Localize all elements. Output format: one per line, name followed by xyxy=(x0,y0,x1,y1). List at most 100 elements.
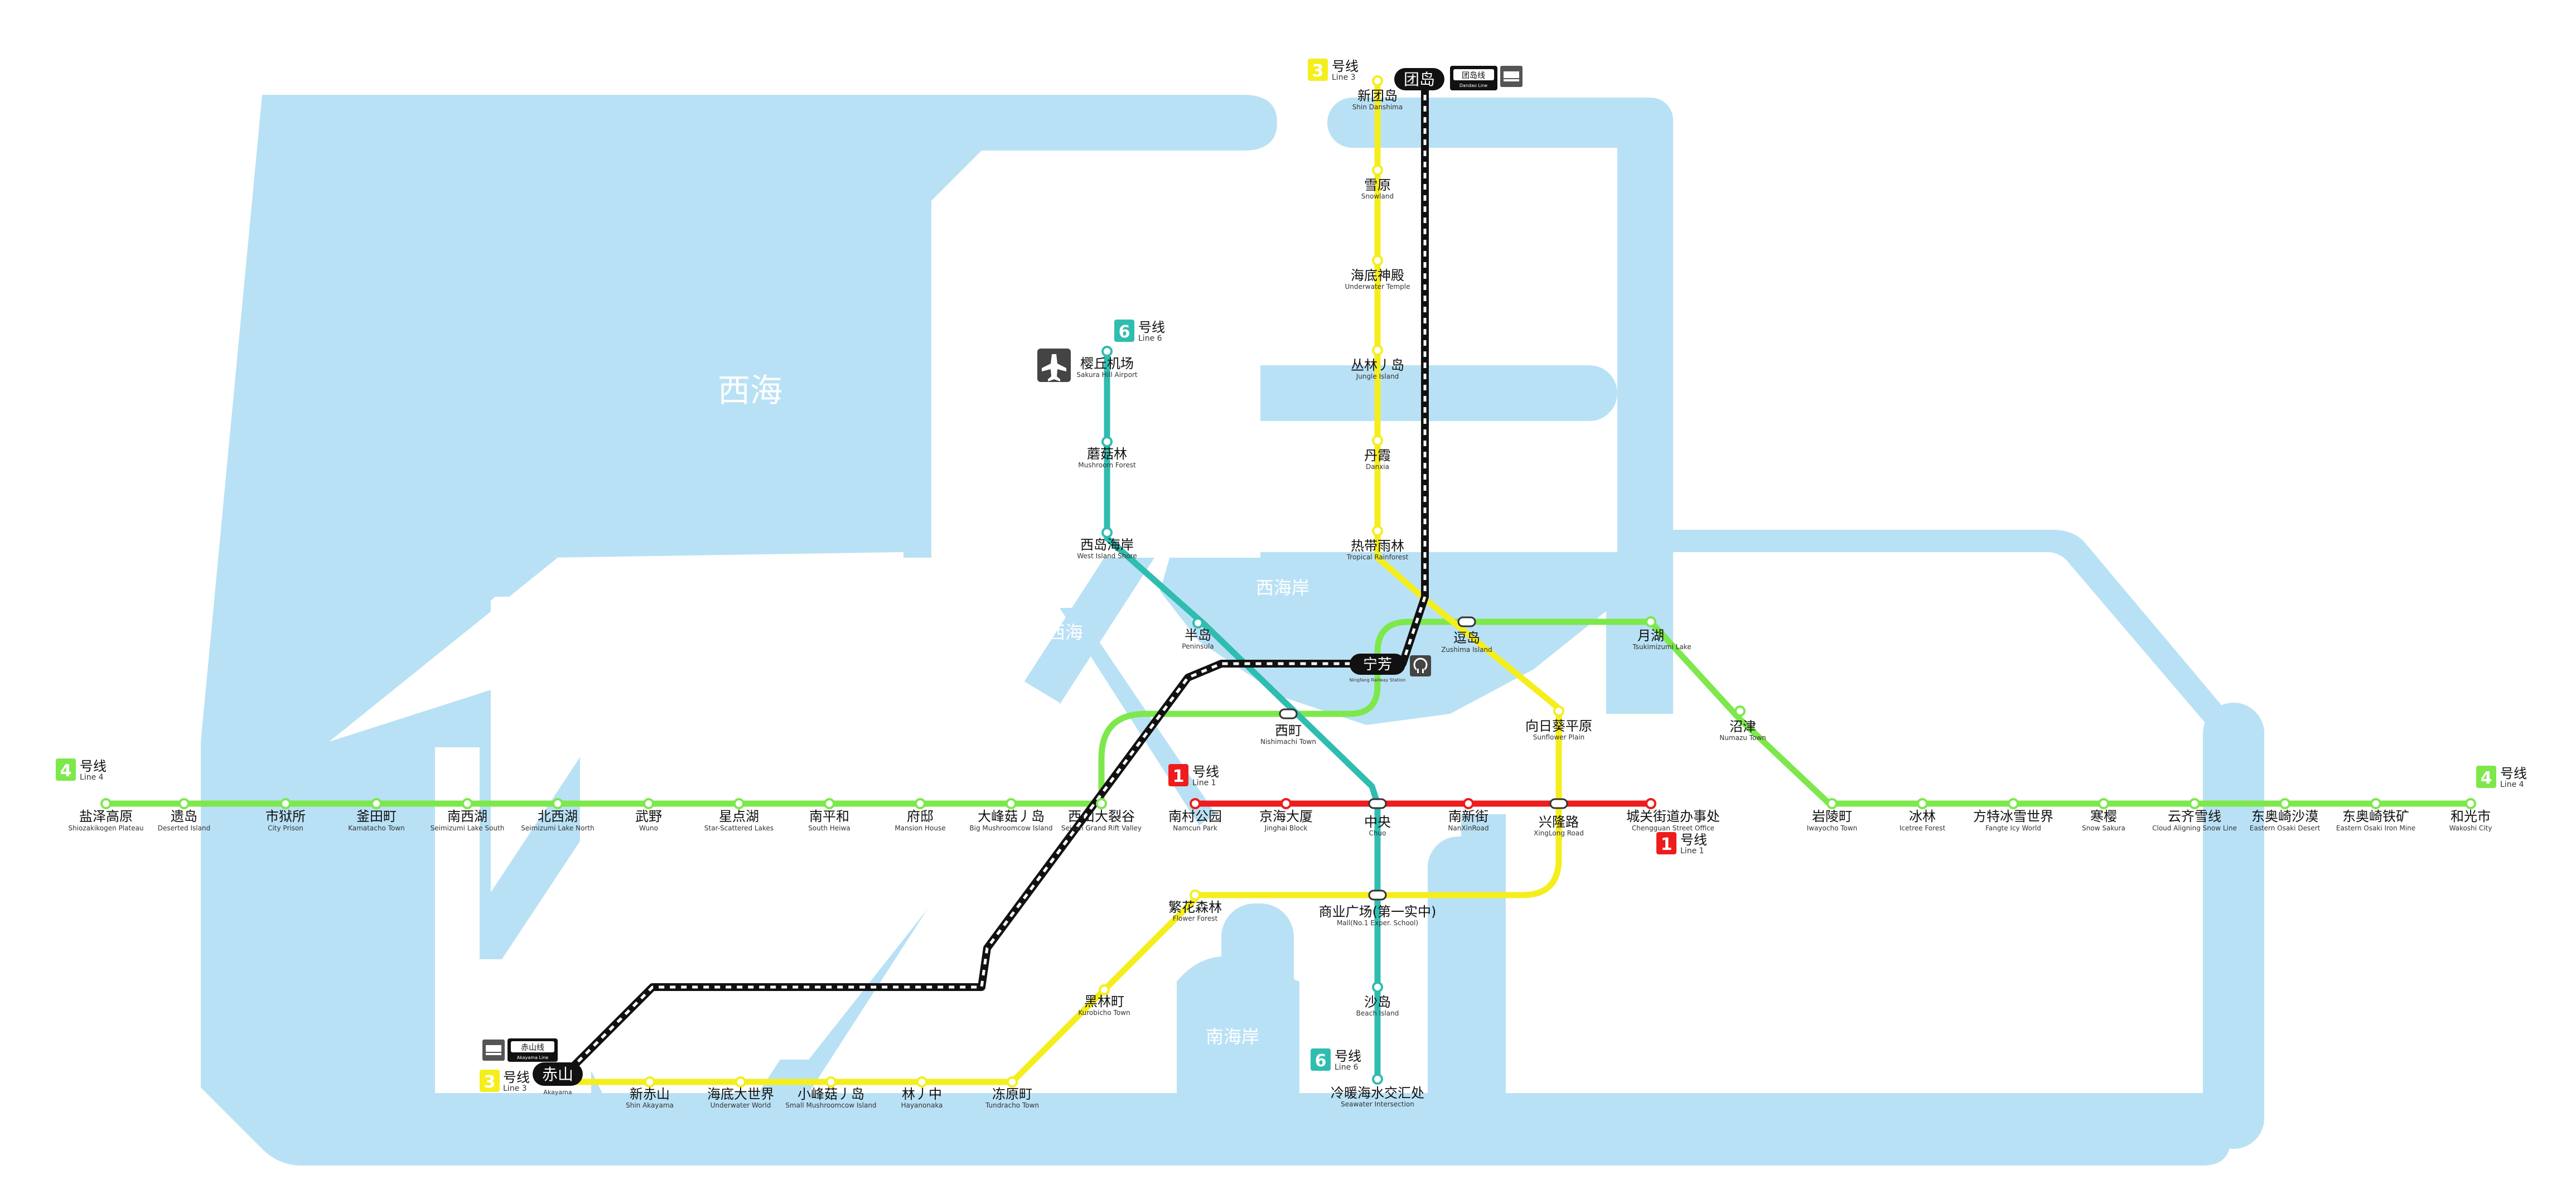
water-east-rect xyxy=(1606,552,1673,714)
hub-ningfang-en: Ningfang Railway Station xyxy=(1350,678,1406,683)
svg-text:武野: 武野 xyxy=(635,809,662,824)
hub-tuandao[interactable]: 团岛 团岛线 Dandao Line xyxy=(1394,66,1523,90)
svg-text:中央: 中央 xyxy=(1364,814,1391,830)
svg-text:东奥崎沙漠: 东奥崎沙漠 xyxy=(2251,809,2318,824)
svg-text:冷暖海水交汇处: 冷暖海水交汇处 xyxy=(1331,1085,1424,1101)
water-label-nanhaian: 南海岸 xyxy=(1206,1026,1259,1047)
svg-text:号线: 号线 xyxy=(80,758,107,774)
water-label-xihai-small: 西海 xyxy=(1047,622,1083,643)
svg-text:Mansion House: Mansion House xyxy=(895,824,945,832)
svg-text:Shin Akayama: Shin Akayama xyxy=(626,1101,674,1109)
hub-ningfang-label: 宁芳 xyxy=(1363,656,1392,673)
svg-text:Line 4: Line 4 xyxy=(2500,780,2524,789)
svg-text:Icetree Forest: Icetree Forest xyxy=(1900,824,1946,832)
svg-text:Tundracho Town: Tundracho Town xyxy=(985,1101,1039,1109)
svg-text:Cloud Aligning Snow Line: Cloud Aligning Snow Line xyxy=(2152,824,2237,832)
badge-line1-a: 1 号线 Line 1 xyxy=(1168,764,1219,787)
svg-text:海底神殿: 海底神殿 xyxy=(1351,268,1404,283)
hub-chishan[interactable]: 赤山 Akayama 赤山线 Akayama Line xyxy=(482,1038,583,1096)
svg-text:Eastern Osaki Iron Mine: Eastern Osaki Iron Mine xyxy=(2336,824,2415,832)
svg-text:Kurobicho Town: Kurobicho Town xyxy=(1078,1009,1130,1017)
svg-text:Line 1: Line 1 xyxy=(1192,779,1216,787)
svg-text:Line 3: Line 3 xyxy=(1332,73,1356,82)
svg-text:冰林: 冰林 xyxy=(1909,809,1936,824)
water-strait-north xyxy=(1327,98,1673,148)
svg-text:4: 4 xyxy=(60,761,72,781)
svg-text:号线: 号线 xyxy=(1138,320,1165,335)
svg-text:南新街: 南新街 xyxy=(1448,809,1488,824)
hub-chishan-label: 赤山 xyxy=(542,1065,573,1084)
badge-line6-bottom: 6 号线 Line 6 xyxy=(1311,1048,1361,1072)
svg-text:号线: 号线 xyxy=(1332,59,1359,74)
hub-ningfang[interactable]: 宁芳 Ningfang Railway Station xyxy=(1350,654,1431,683)
svg-text:Deserted Island: Deserted Island xyxy=(158,824,210,832)
svg-text:海底大世界: 海底大世界 xyxy=(707,1086,774,1102)
svg-text:丛林丿岛: 丛林丿岛 xyxy=(1351,357,1404,373)
svg-text:Seimizumi Lake North: Seimizumi Lake North xyxy=(521,824,594,832)
svg-text:岩陵町: 岩陵町 xyxy=(1812,809,1852,824)
svg-text:Kamatacho Town: Kamatacho Town xyxy=(348,824,405,832)
svg-text:月湖: 月湖 xyxy=(1637,628,1664,644)
svg-text:西町: 西町 xyxy=(1275,723,1302,738)
airplane-icon xyxy=(1037,349,1071,382)
svg-text:Tropical Rainforest: Tropical Rainforest xyxy=(1346,553,1409,561)
station-mall[interactable]: 商业广场(第一实中)Mall(No.1 Exper. School) xyxy=(1319,890,1437,927)
svg-text:冻原町: 冻原町 xyxy=(992,1086,1032,1102)
svg-text:星点湖: 星点湖 xyxy=(719,809,759,824)
svg-text:Danxia: Danxia xyxy=(1366,463,1389,471)
svg-text:府邸: 府邸 xyxy=(907,809,934,824)
